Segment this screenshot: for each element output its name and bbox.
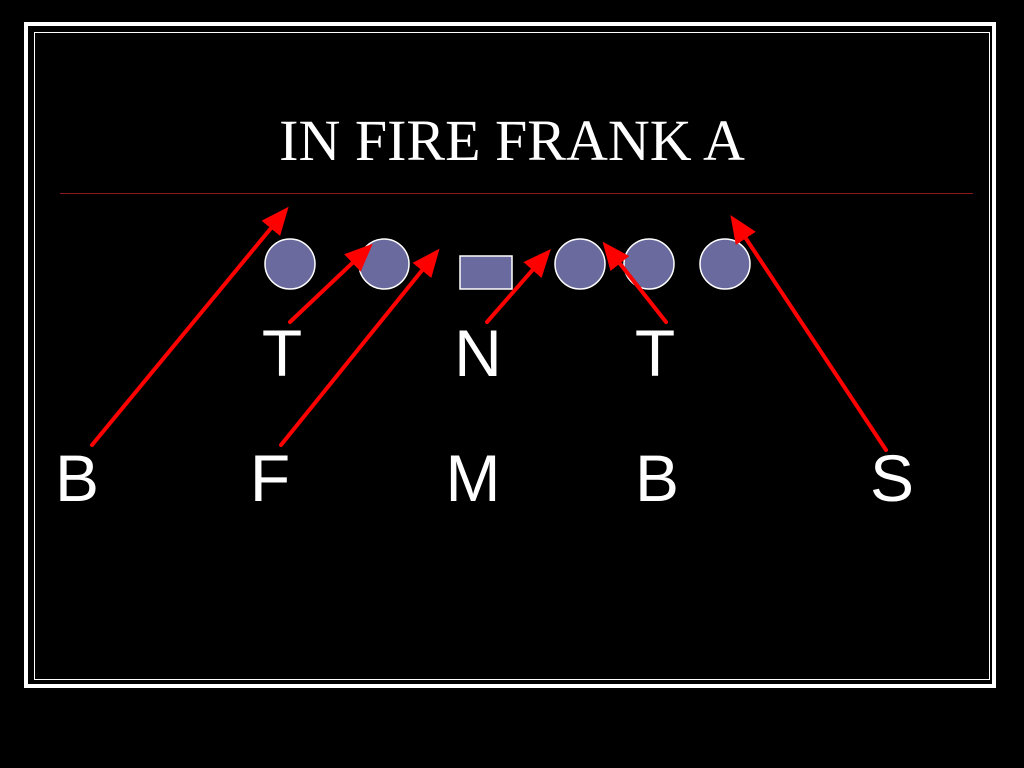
- title-divider: [60, 193, 973, 194]
- defender-label: B: [635, 441, 679, 515]
- offense-player-left-guard: [358, 238, 410, 290]
- defender-label: F: [250, 441, 290, 515]
- offense-player-right-tackle: [623, 238, 675, 290]
- defender-label: S: [870, 441, 914, 515]
- offensive-line: [264, 238, 751, 290]
- defender-label: T: [262, 316, 302, 390]
- arrow-b-left-blitz: [90, 206, 289, 447]
- defensive-second-level: B F M B S: [55, 441, 914, 515]
- defender-label: B: [55, 441, 99, 515]
- defender-label: N: [454, 316, 502, 390]
- offense-player-tight-end: [699, 238, 751, 290]
- arrow-f-blitz: [279, 248, 440, 447]
- offense-player-center: [459, 255, 513, 290]
- offense-player-left-tackle: [264, 238, 316, 290]
- slide-title: IN FIRE FRANK A: [279, 108, 745, 173]
- outer-frame: [24, 22, 996, 688]
- arrow-s-blitz: [730, 214, 888, 452]
- arrow-n-slant: [485, 248, 551, 324]
- defender-label: T: [635, 316, 675, 390]
- assignment-arrows: [90, 206, 888, 452]
- arrow-t-right-slant: [602, 241, 668, 324]
- offense-player-right-guard: [554, 238, 606, 290]
- arrow-t-left-slant: [288, 243, 373, 324]
- defender-label: M: [446, 441, 501, 515]
- inner-frame: [34, 32, 990, 680]
- defensive-front: T N T: [262, 316, 675, 390]
